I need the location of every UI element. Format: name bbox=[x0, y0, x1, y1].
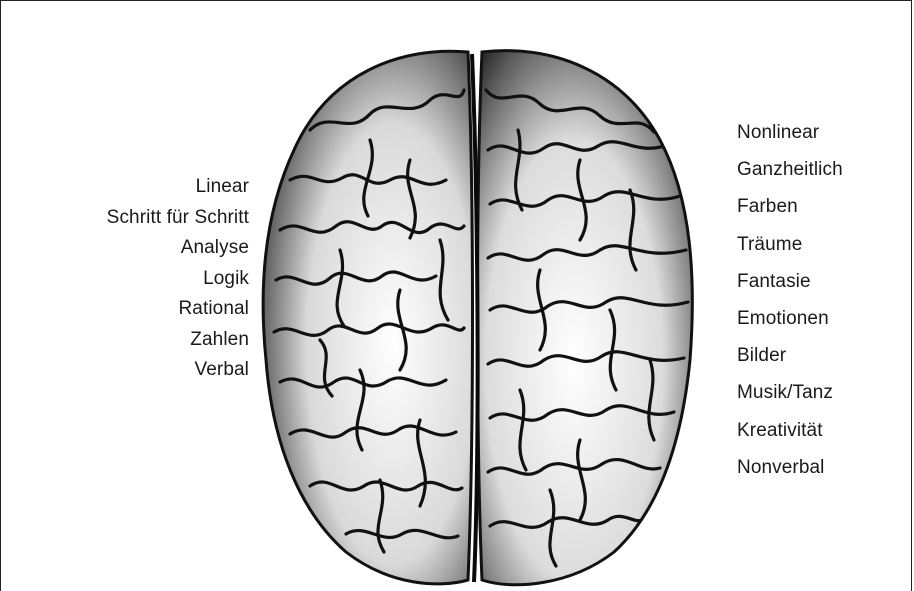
right-label-colors: Farben bbox=[737, 188, 912, 225]
left-hemisphere bbox=[263, 51, 472, 584]
left-label-analysis: Analyse bbox=[29, 233, 249, 264]
right-label-fantasy: Fantasie bbox=[737, 263, 912, 300]
right-hemisphere-labels: Nonlinear Ganzheitlich Farben Träume Fan… bbox=[737, 114, 912, 486]
left-label-step-by-step: Schritt für Schritt bbox=[29, 203, 249, 234]
right-label-music-dance: Musik/Tanz bbox=[737, 374, 912, 411]
right-label-dreams: Träume bbox=[737, 226, 912, 263]
right-label-nonverbal: Nonverbal bbox=[737, 449, 912, 486]
left-label-verbal: Verbal bbox=[29, 355, 249, 386]
right-label-emotions: Emotionen bbox=[737, 300, 912, 337]
brain-illustration bbox=[250, 40, 700, 588]
right-hemisphere bbox=[478, 51, 693, 585]
right-label-nonlinear: Nonlinear bbox=[737, 114, 912, 151]
left-label-logic: Logik bbox=[29, 264, 249, 295]
right-label-creativity: Kreativität bbox=[737, 412, 912, 449]
right-label-holistic: Ganzheitlich bbox=[737, 151, 912, 188]
left-label-rational: Rational bbox=[29, 294, 249, 325]
left-label-linear: Linear bbox=[29, 172, 249, 203]
left-label-numbers: Zahlen bbox=[29, 325, 249, 356]
left-hemisphere-labels: Linear Schritt für Schritt Analyse Logik… bbox=[29, 172, 249, 386]
right-label-images: Bilder bbox=[737, 337, 912, 374]
